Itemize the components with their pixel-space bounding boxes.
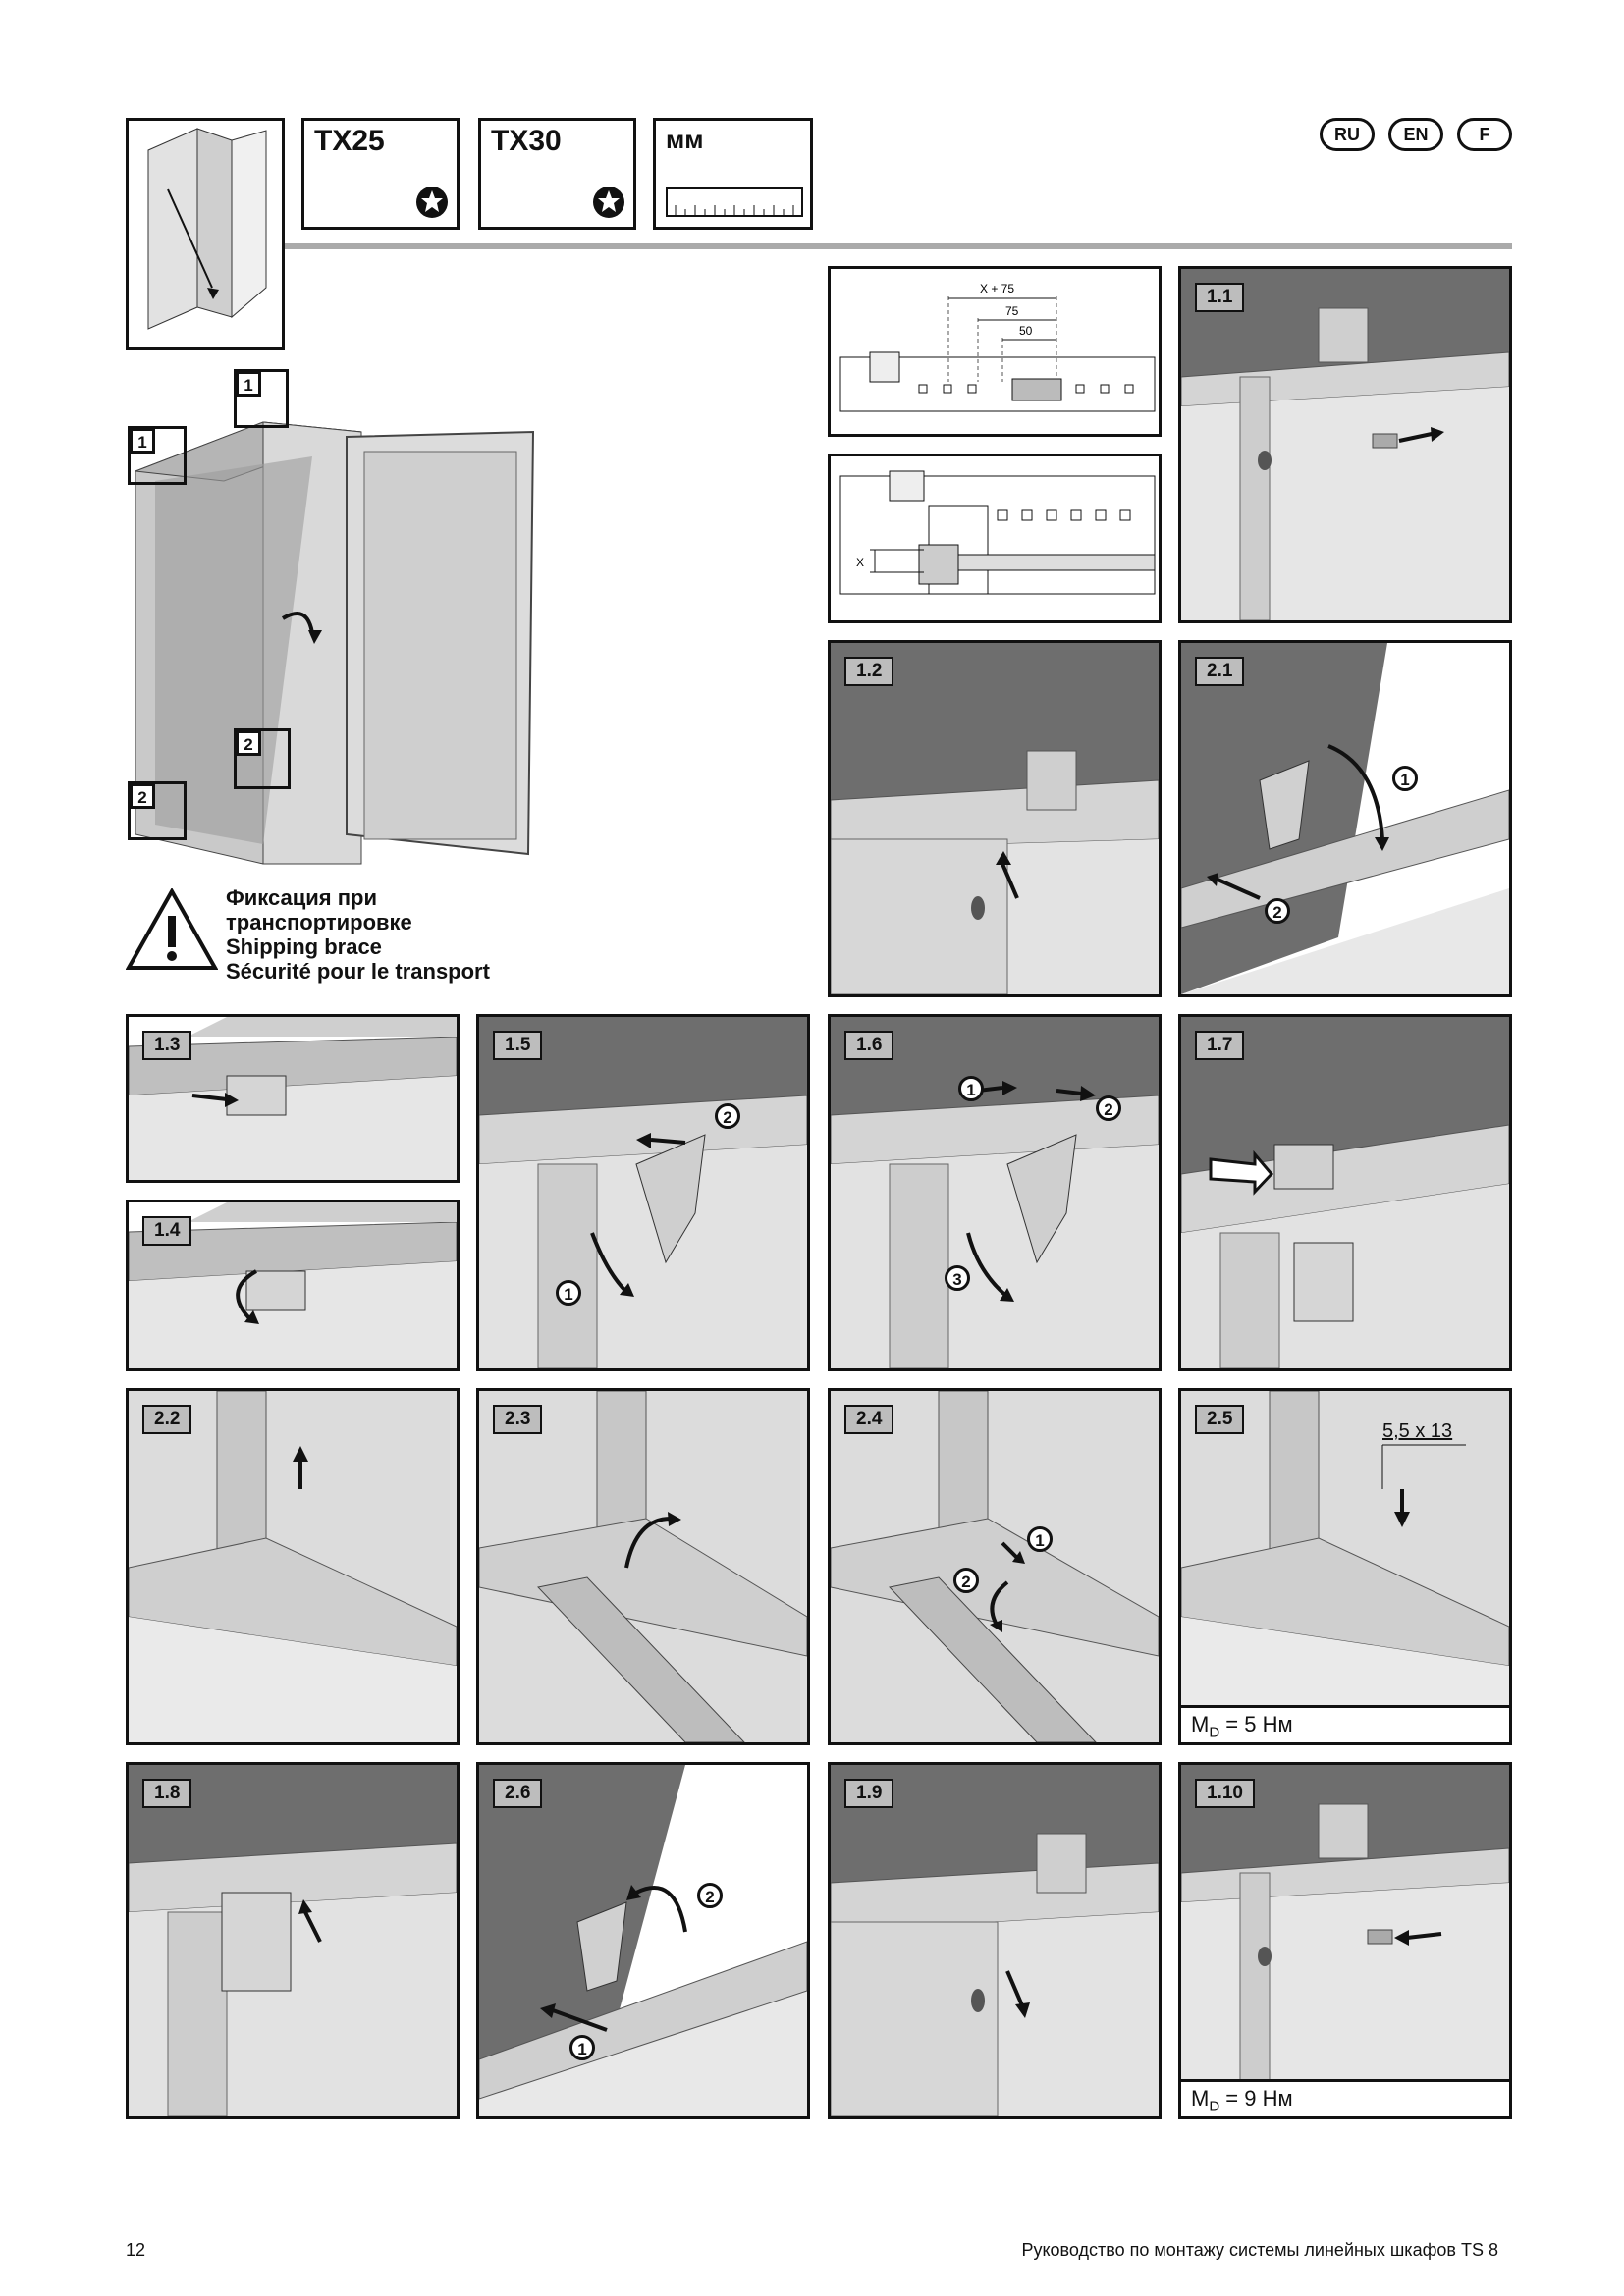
warning-text: Фиксация при транспортировке Shipping br… — [226, 885, 490, 984]
cabinet-overview-illustration: 1 1 2 2 — [126, 363, 558, 883]
torque-label-5: MD = 5 Нм — [1181, 1705, 1509, 1742]
header-rule — [285, 243, 1512, 249]
dimension-side-diagram: X — [839, 470, 1156, 595]
step-number: 1.8 — [142, 1779, 192, 1808]
marker-2: 2 — [953, 1568, 979, 1593]
tool-ruler-label: мм — [666, 125, 704, 154]
callout-frame-2-mid — [234, 728, 291, 789]
torx-icon — [593, 187, 624, 218]
marker-1: 1 — [569, 2035, 595, 2060]
callout-2-left: 2 — [130, 783, 155, 809]
lang-badge-ru: RU — [1320, 118, 1375, 151]
step-number: 1.9 — [844, 1779, 894, 1808]
callout-1-left: 1 — [130, 428, 155, 454]
arrow-right-icon — [1398, 432, 1433, 443]
dim-label-75: 75 — [1005, 304, 1019, 318]
warning-line-ru-1: Фиксация при — [226, 885, 378, 910]
step-panel-1-5: 1.5 2 1 — [476, 1014, 810, 1371]
warning-line-ru-2: транспортировке — [226, 910, 412, 934]
warning-line-fr: Sécurité pour le transport — [226, 959, 490, 984]
step-panel-2-6: 2.6 2 1 — [476, 1762, 810, 2119]
step-number: 1.10 — [1195, 1779, 1255, 1808]
ruler-icon — [666, 187, 803, 217]
dim-label-x: X — [856, 556, 864, 569]
torque-sub: D — [1209, 1724, 1220, 1741]
torx-icon — [416, 187, 448, 218]
step-number: 1.7 — [1195, 1031, 1245, 1060]
step-panel-1-1: 1.1 — [1178, 266, 1512, 623]
tool-tx25-box: TX25 — [301, 118, 460, 230]
step-number: 1.1 — [1195, 283, 1245, 312]
marker-2: 2 — [697, 1883, 723, 1908]
dimension-diagram: X + 75 75 50 — [839, 282, 1156, 412]
step-panel-2-5: 2.5 5,5 x 13 MD = 5 Нм — [1178, 1388, 1512, 1745]
marker-1: 1 — [556, 1280, 581, 1306]
dim-label-50: 50 — [1019, 324, 1033, 338]
step-number: 2.3 — [493, 1405, 543, 1434]
dimension-drawing-side: X — [828, 454, 1162, 623]
step-panel-1-3: 1.3 — [126, 1014, 460, 1183]
callout-frame-1-top — [234, 369, 289, 428]
step-number: 2.2 — [142, 1405, 192, 1434]
marker-2: 2 — [1096, 1095, 1121, 1121]
torque-symbol: M — [1191, 2086, 1210, 2110]
warning-line-en: Shipping brace — [226, 934, 382, 959]
callout-frame-2-left — [128, 781, 187, 840]
lang-badge-en: EN — [1388, 118, 1443, 151]
marker-2: 2 — [1265, 898, 1290, 924]
dimension-drawing-top: X + 75 75 50 — [828, 266, 1162, 437]
step-number: 1.3 — [142, 1031, 192, 1060]
callout-2-mid: 2 — [236, 730, 261, 756]
torque-label-9: MD = 9 Нм — [1181, 2079, 1509, 2116]
step-number: 1.5 — [493, 1031, 543, 1060]
step-panel-1-9: 1.9 — [828, 1762, 1162, 2119]
marker-2: 2 — [715, 1103, 740, 1129]
step-panel-1-6: 1.6 1 2 3 — [828, 1014, 1162, 1371]
torque-value: = 9 Нм — [1219, 2086, 1293, 2110]
arrow-up-icon — [1001, 863, 1019, 899]
callout-frame-1-left — [128, 426, 187, 485]
dim-label-x75: X + 75 — [980, 282, 1014, 295]
step-panel-1-2: 1.2 — [828, 640, 1162, 997]
step-number: 2.1 — [1195, 657, 1245, 686]
torque-sub: D — [1209, 2098, 1220, 2115]
screw-spec-label: 5,5 x 13 — [1382, 1420, 1453, 1442]
marker-3: 3 — [945, 1265, 970, 1291]
document-title: Руководство по монтажу системы линейных … — [1021, 2240, 1498, 2260]
step-number: 2.5 — [1195, 1405, 1245, 1434]
callout-1-top: 1 — [236, 371, 261, 397]
warning-triangle-icon — [126, 888, 218, 970]
tool-tx30-box: TX30 — [478, 118, 636, 230]
marker-1: 1 — [1392, 766, 1418, 791]
step-panel-1-8: 1.8 — [126, 1762, 460, 2119]
step-panel-2-3: 2.3 — [476, 1388, 810, 1745]
cabinet-thumbnail — [126, 118, 285, 350]
step-panel-2-1: 2.1 1 2 — [1178, 640, 1512, 997]
step-number: 1.4 — [142, 1216, 192, 1246]
step-number: 2.6 — [493, 1779, 543, 1808]
step-panel-2-4: 2.4 1 2 — [828, 1388, 1162, 1745]
step-panel-1-10: 1.10 MD = 9 Нм — [1178, 1762, 1512, 2119]
cabinet-door-icon — [147, 128, 267, 330]
step-panel-1-4: 1.4 — [126, 1200, 460, 1371]
page-number: 12 — [126, 2240, 146, 2260]
torque-symbol: M — [1191, 1712, 1210, 1736]
step-number: 1.2 — [844, 657, 894, 686]
marker-1: 1 — [1027, 1526, 1053, 1552]
step-number: 2.4 — [844, 1405, 894, 1434]
tool-tx25-label: TX25 — [314, 125, 385, 157]
tool-tx30-label: TX30 — [491, 125, 562, 157]
lang-badge-f: F — [1457, 118, 1512, 151]
marker-1: 1 — [958, 1076, 984, 1101]
torque-value: = 5 Нм — [1219, 1712, 1293, 1736]
step-panel-1-7: 1.7 — [1178, 1014, 1512, 1371]
step-panel-2-2: 2.2 — [126, 1388, 460, 1745]
tool-ruler-box: мм — [653, 118, 813, 230]
step-number: 1.6 — [844, 1031, 894, 1060]
